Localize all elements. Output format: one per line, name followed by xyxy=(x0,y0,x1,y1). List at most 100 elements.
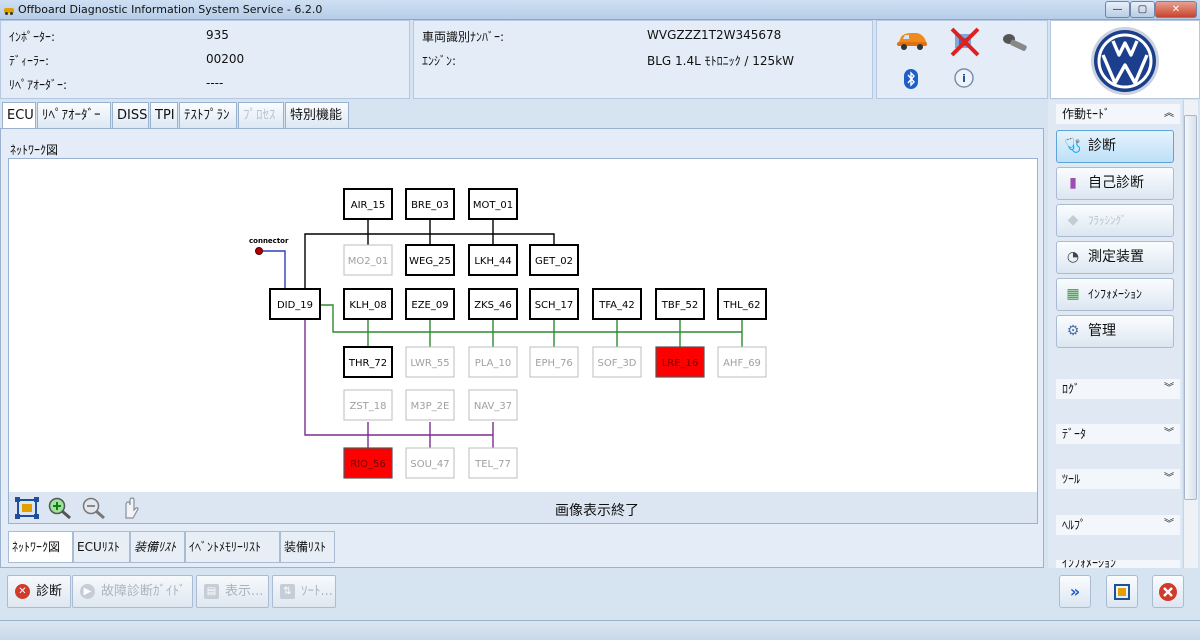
ecu-box[interactable] xyxy=(655,346,705,378)
ecu-box[interactable] xyxy=(405,188,455,220)
ecu-node-ahf_69[interactable]: AHF_69 xyxy=(717,346,767,378)
ecu-node-lkh_44[interactable]: LKH_44 xyxy=(468,244,518,276)
ecu-box[interactable] xyxy=(468,244,518,276)
ecu-box[interactable] xyxy=(343,346,393,378)
ecu-box[interactable] xyxy=(592,346,642,378)
ecu-box[interactable] xyxy=(655,288,705,320)
ecu-box[interactable] xyxy=(343,389,393,421)
pan-hand-icon[interactable] xyxy=(116,496,142,520)
ecu-box[interactable] xyxy=(529,346,579,378)
tab-diss[interactable]: DISS xyxy=(112,102,149,128)
ecu-node-nav_37[interactable]: NAV_37 xyxy=(468,389,518,421)
mode-admin-button[interactable]: ⚙管理 xyxy=(1056,315,1174,348)
mode-information-button[interactable]: ▦ｲﾝﾌｫﾒｰｼｮﾝ xyxy=(1056,278,1174,311)
ecu-node-eph_76[interactable]: EPH_76 xyxy=(529,346,579,378)
ecu-box[interactable] xyxy=(468,346,518,378)
ecu-node-tfa_42[interactable]: TFA_42 xyxy=(592,288,642,320)
vehicle-car-icon[interactable] xyxy=(895,29,929,51)
ecu-box[interactable] xyxy=(468,447,518,479)
ecu-node-zst_18[interactable]: ZST_18 xyxy=(343,389,393,421)
zoom-in-icon[interactable] xyxy=(47,496,73,520)
ecu-node-bre_03[interactable]: BRE_03 xyxy=(405,188,455,220)
ecu-label: THL_62 xyxy=(723,300,761,311)
ecu-box[interactable] xyxy=(343,244,393,276)
ecu-box[interactable] xyxy=(468,288,518,320)
ecu-box[interactable] xyxy=(343,447,393,479)
forward-button[interactable]: » xyxy=(1059,575,1091,608)
ecu-node-sof_3d[interactable]: SOF_3D xyxy=(592,346,642,378)
mode-diagnosis-button[interactable]: 🩺診断 xyxy=(1056,130,1174,163)
ecu-node-klh_08[interactable]: KLH_08 xyxy=(343,288,393,320)
tab-special-functions[interactable]: 特別機能 xyxy=(285,102,349,128)
tab-network-diagram[interactable]: ﾈｯﾄﾜｰｸ図 xyxy=(8,531,73,563)
ecu-node-m3p_2e[interactable]: M3P_2E xyxy=(405,389,455,421)
tab-equipment-list-italic[interactable]: 装備ﾘｽﾄ xyxy=(130,531,185,563)
ecu-box[interactable] xyxy=(468,188,518,220)
mode-diagnosis-label: 診断 xyxy=(1088,138,1116,154)
ecu-box[interactable] xyxy=(343,288,393,320)
ecu-node-tbf_52[interactable]: TBF_52 xyxy=(655,288,705,320)
mode-measuring-button[interactable]: ◔測定装置 xyxy=(1056,241,1174,274)
ecu-box[interactable] xyxy=(717,288,767,320)
ecu-box[interactable] xyxy=(405,244,455,276)
ecu-node-did_19[interactable]: DID_19 xyxy=(269,288,321,320)
ecu-box[interactable] xyxy=(529,288,579,320)
ecu-node-zks_46[interactable]: ZKS_46 xyxy=(468,288,518,320)
section-tools[interactable]: ﾂｰﾙ︾ xyxy=(1056,469,1180,489)
mode-self-diagnosis-button[interactable]: ▮自己診断 xyxy=(1056,167,1174,200)
ecu-label: LKH_44 xyxy=(474,256,511,267)
info-icon[interactable]: i xyxy=(953,67,977,89)
ecu-node-sch_17[interactable]: SCH_17 xyxy=(529,288,579,320)
ecu-box[interactable] xyxy=(269,288,321,320)
fit-to-window-icon[interactable] xyxy=(14,496,40,520)
ecu-box[interactable] xyxy=(405,288,455,320)
ecu-node-eze_09[interactable]: EZE_09 xyxy=(405,288,455,320)
ecu-box[interactable] xyxy=(717,346,767,378)
tab-event-memory-list[interactable]: ｲﾍﾞﾝﾄﾒﾓﾘｰﾘｽﾄ xyxy=(185,531,280,563)
ecu-node-get_02[interactable]: GET_02 xyxy=(529,244,579,276)
ecu-box[interactable] xyxy=(405,447,455,479)
ecu-box[interactable] xyxy=(405,346,455,378)
ecu-box[interactable] xyxy=(529,244,579,276)
close-window-button[interactable]: ✕ xyxy=(1155,1,1197,18)
ecu-node-weg_25[interactable]: WEG_25 xyxy=(405,244,455,276)
fit-view-button[interactable] xyxy=(1106,575,1138,608)
ecu-node-tel_77[interactable]: TEL_77 xyxy=(468,447,518,479)
ecu-node-thr_72[interactable]: THR_72 xyxy=(343,346,393,378)
ecu-node-lre_16[interactable]: LRE_16 xyxy=(655,346,705,378)
tab-event-memory-list-label: ｲﾍﾞﾝﾄﾒﾓﾘｰﾘｽﾄ xyxy=(189,540,262,554)
tab-tpi[interactable]: TPI xyxy=(150,102,178,128)
exit-button[interactable] xyxy=(1152,575,1184,608)
ecu-box[interactable] xyxy=(468,389,518,421)
ecu-node-lwr_55[interactable]: LWR_55 xyxy=(405,346,455,378)
ecu-node-air_15[interactable]: AIR_15 xyxy=(343,188,393,220)
section-information-label: ｲﾝﾌｫﾒｰｼｮﾝ xyxy=(1062,560,1117,568)
scrollbar-thumb[interactable] xyxy=(1184,115,1197,500)
zoom-out-icon[interactable] xyxy=(81,496,107,520)
ecu-node-mo2_01[interactable]: MO2_01 xyxy=(343,244,393,276)
ecu-node-pla_10[interactable]: PLA_10 xyxy=(468,346,518,378)
ecu-box[interactable] xyxy=(405,389,455,421)
minimize-button[interactable]: — xyxy=(1105,1,1130,18)
section-log[interactable]: ﾛｸﾞ︾ xyxy=(1056,379,1180,399)
status-bar xyxy=(0,620,1200,640)
tab-equipment-list[interactable]: 装備ﾘｽﾄ xyxy=(280,531,335,563)
ecu-node-thl_62[interactable]: THL_62 xyxy=(717,288,767,320)
tab-test-plan[interactable]: ﾃｽﾄﾌﾟﾗﾝ xyxy=(179,102,237,128)
tab-ecu[interactable]: ECU xyxy=(2,102,36,130)
operation-mode-header[interactable]: 作動ﾓｰﾄﾞ︽ xyxy=(1056,104,1180,124)
ecu-box[interactable] xyxy=(592,288,642,320)
ecu-node-rio_56[interactable]: RIO_56 xyxy=(343,447,393,479)
section-information[interactable]: ｲﾝﾌｫﾒｰｼｮﾝ xyxy=(1056,560,1180,568)
section-data[interactable]: ﾃﾞｰﾀ︾ xyxy=(1056,424,1180,444)
tab-repair-order[interactable]: ﾘﾍﾟｱｵｰﾀﾞｰ xyxy=(37,102,111,128)
status-text: 画像表示終了 xyxy=(555,503,639,519)
ecu-node-mot_01[interactable]: MOT_01 xyxy=(468,188,518,220)
section-help[interactable]: ﾍﾙﾌﾟ︾ xyxy=(1056,515,1180,535)
tab-ecu-list[interactable]: ECUﾘｽﾄ xyxy=(73,531,130,563)
ecu-node-sou_47[interactable]: SOU_47 xyxy=(405,447,455,479)
maximize-button[interactable]: ▢ xyxy=(1130,1,1155,18)
ecu-box[interactable] xyxy=(343,188,393,220)
diagnosis-stop-button[interactable]: ✕診断 xyxy=(7,575,71,608)
